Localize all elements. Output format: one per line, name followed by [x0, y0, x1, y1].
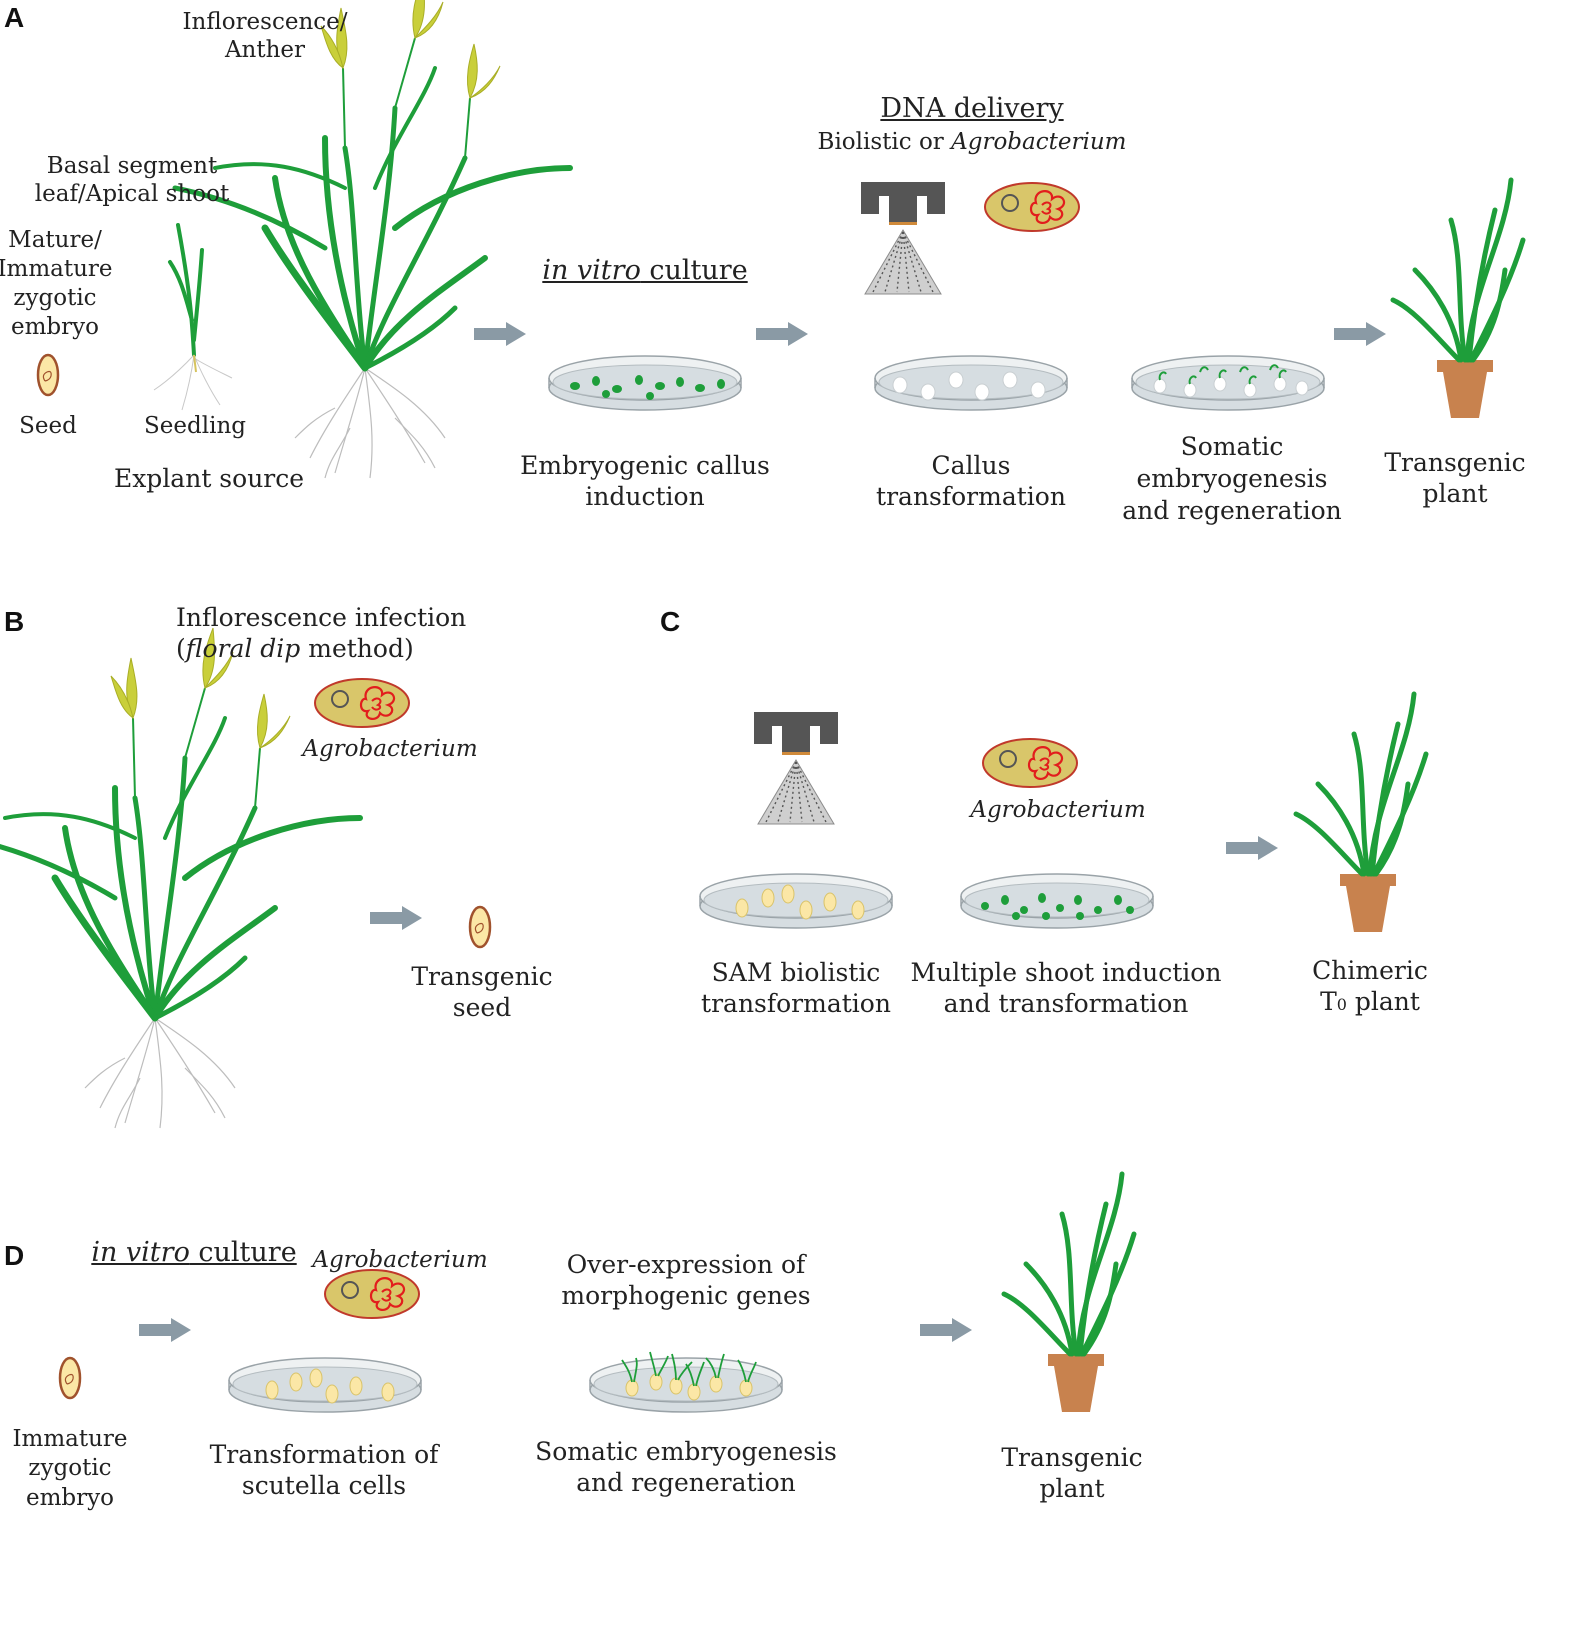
in-vitro-culture-heading: in vitro culture — [542, 255, 748, 286]
transgenic-plant-label: Transgenic plant — [1001, 1443, 1143, 1503]
wheat-plant-icon — [0, 628, 360, 1128]
regenerating-shoots — [621, 1351, 757, 1401]
somatic-regeneration-label: Somatic embryogenesis and regeneration — [1122, 432, 1342, 525]
petri-dish-icon — [960, 873, 1154, 929]
floral-dip-heading: Inflorescence infection (floral dip meth… — [176, 603, 467, 663]
agrobacterium-label: Agrobacterium — [312, 1247, 488, 1273]
seed-label: Seed — [19, 413, 77, 439]
in-vitro-culture-heading: in vitro culture — [91, 1237, 297, 1268]
panel-b-letter: B — [4, 606, 25, 637]
transgenic-seed-label: Transgenic seed — [411, 962, 553, 1022]
arrow-right-icon — [474, 322, 526, 346]
somatic-embryos — [1153, 364, 1309, 398]
seedling-label: Seedling — [144, 413, 246, 439]
wheat-plant-icon — [175, 0, 570, 478]
panel-c-letter: C — [660, 606, 681, 637]
panel-d-letter: D — [4, 1240, 25, 1271]
explant-source-label: Explant source — [113, 464, 305, 493]
seed-icon — [58, 1356, 82, 1400]
agrobacterium-label: Agrobacterium — [302, 736, 478, 762]
petri-dish-icon — [699, 873, 893, 929]
seedling-icon — [153, 223, 233, 411]
callus-white — [892, 371, 1046, 401]
arrow-right-icon — [756, 322, 808, 346]
seed-icon — [36, 353, 60, 397]
arrow-right-icon — [139, 1318, 191, 1342]
petri-dish-icon — [589, 1357, 783, 1413]
arrow-right-icon — [1334, 322, 1386, 346]
callus-induction-label: Embryogenic callus induction — [520, 451, 770, 511]
immature-embryo-label: Immature zygotic embryo — [12, 1426, 128, 1511]
embryo-label: Mature/ Immature zygotic embryo — [0, 227, 113, 340]
scutella-explants — [265, 1368, 395, 1404]
inflorescence-label: Inflorescence/ Anther — [182, 9, 348, 64]
overexpression-label: Over-expression of morphogenic genes — [561, 1250, 811, 1310]
dna-delivery-heading: DNA delivery — [880, 93, 1064, 124]
agrobacterium-icon — [323, 1268, 421, 1320]
agrobacterium-icon — [981, 737, 1079, 789]
transgenic-plant-label: Transgenic plant — [1384, 448, 1526, 508]
agrobacterium-icon — [313, 677, 411, 729]
callus-clumps — [570, 375, 725, 400]
multiple-shoots — [981, 893, 1134, 920]
scutella-transformation-label: Transformation of scutella cells — [209, 1440, 439, 1500]
multiple-shoot-label: Multiple shoot induction and transformat… — [910, 958, 1222, 1018]
agrobacterium-icon — [983, 181, 1081, 233]
sam-transformation-label: SAM biolistic transformation — [701, 958, 891, 1018]
delivery-method-label: Biolistic or Agrobacterium — [817, 129, 1127, 155]
agrobacterium-label: Agrobacterium — [970, 797, 1146, 823]
basal-segment-label: Basal segment leaf/Apical shoot — [34, 153, 230, 208]
gene-gun-icon — [753, 711, 839, 825]
potted-plant-icon — [1296, 694, 1426, 932]
potted-plant-icon — [1393, 180, 1523, 418]
arrow-right-icon — [370, 906, 422, 930]
callus-transformation-label: Callus transformation — [876, 451, 1066, 511]
panel-a-letter: A — [4, 2, 25, 33]
somatic-regeneration-label: Somatic embryogenesis and regeneration — [535, 1437, 837, 1497]
arrow-right-icon — [1226, 836, 1278, 860]
arrow-right-icon — [920, 1318, 972, 1342]
seed-icon — [468, 905, 492, 949]
sam-explants — [735, 884, 865, 920]
gene-gun-icon — [860, 181, 946, 295]
chimeric-plant-label: Chimeric T0 plant — [1312, 956, 1428, 1016]
potted-plant-icon — [1004, 1174, 1134, 1412]
